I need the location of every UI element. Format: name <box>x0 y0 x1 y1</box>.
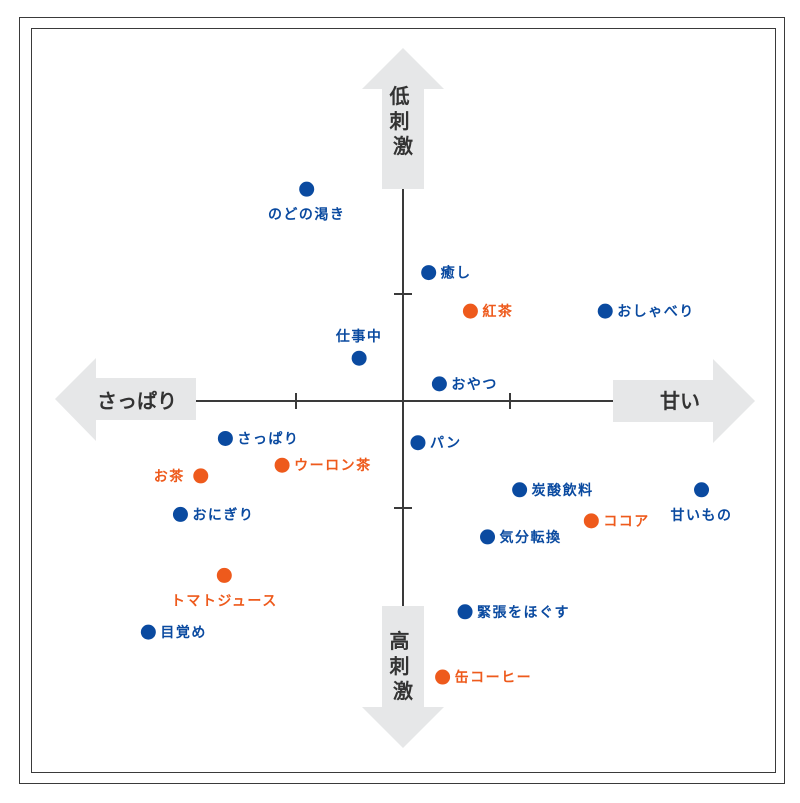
x-negative-label: さっぱり <box>97 389 177 413</box>
data-point-situation <box>431 376 447 392</box>
data-point-situation <box>597 303 613 319</box>
data-point-label: 甘いもの <box>671 507 733 524</box>
data-point-situation <box>299 181 315 197</box>
data-point-drink <box>216 567 232 583</box>
data-point-situation <box>410 435 426 451</box>
data-point-situation <box>480 529 496 545</box>
data-point-label: 炭酸飲料 <box>532 482 594 499</box>
data-point-drink <box>193 468 209 484</box>
data-point-label: おしゃべり <box>617 304 695 320</box>
data-point-situation <box>140 624 156 640</box>
data-point-label: おやつ <box>451 377 498 393</box>
arrow-left-refreshing <box>55 358 196 441</box>
data-point-label: パン <box>430 436 462 452</box>
x-positive-label: 甘い <box>660 389 700 413</box>
inner-frame <box>31 28 776 773</box>
data-point-drink <box>274 457 290 473</box>
data-point-label: 目覚め <box>160 624 207 641</box>
data-point-label: のどの渇き <box>268 207 346 223</box>
data-point-label: 癒し <box>441 265 472 282</box>
y-positive-label: 低 刺 激 <box>389 84 417 158</box>
data-point-situation <box>512 482 528 498</box>
data-point-drink <box>462 303 478 319</box>
arrow-up-low-stimulus <box>362 48 444 189</box>
data-point-label: 紅茶 <box>482 303 513 320</box>
data-point-label: 仕事中 <box>335 328 383 345</box>
data-point-drink <box>435 669 451 685</box>
data-point-situation <box>217 430 233 446</box>
data-point-drink <box>583 513 599 529</box>
data-point-situation <box>351 350 367 366</box>
data-point-situation <box>457 604 473 620</box>
data-point-situation <box>421 265 437 281</box>
data-point-label: お茶 <box>154 468 185 485</box>
data-point-label: トマトジュース <box>171 593 278 609</box>
data-point-situation <box>172 506 188 522</box>
data-point-label: 缶コーヒー <box>455 669 532 686</box>
data-point-situation <box>694 482 710 498</box>
data-point-label: さっぱり <box>237 430 299 447</box>
data-point-label: おにぎり <box>192 506 254 523</box>
data-point-label: ウーロン茶 <box>294 457 372 474</box>
y-negative-label: 高 刺 激 <box>390 629 417 703</box>
data-point-label: 緊張をほぐす <box>477 604 570 621</box>
data-point-label: ココア <box>603 514 650 530</box>
arrow-right-sweet <box>613 359 755 443</box>
arrow-down-high-stimulus <box>362 606 444 748</box>
outer-frame <box>19 17 785 784</box>
data-point-label: 気分転換 <box>500 529 562 546</box>
